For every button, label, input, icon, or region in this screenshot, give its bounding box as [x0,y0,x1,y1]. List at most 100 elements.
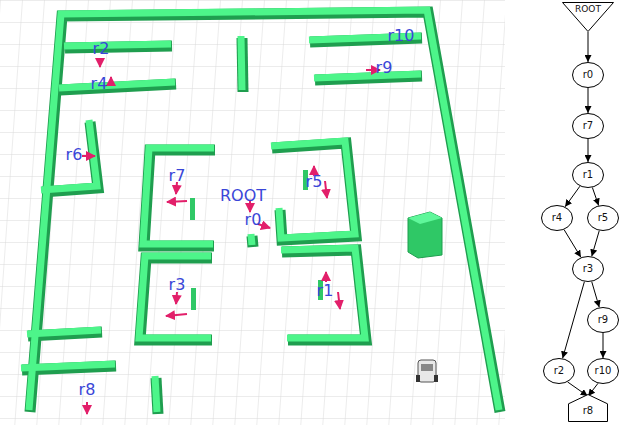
graph-node: ROOT [562,2,614,32]
graph-edge [588,139,589,162]
wall [21,10,499,412]
node-ellipse [573,63,604,88]
graph-node: r9 [587,307,619,333]
map-part [241,36,242,90]
map-part [86,402,88,414]
node-ellipse [588,206,619,231]
map-part [314,74,421,78]
node-label: r0 [583,70,593,80]
map-part [251,234,252,245]
map-label: r10 [388,28,415,44]
map-part [155,376,157,412]
map-part [144,150,215,246]
graph-edge [588,383,598,396]
map-part [325,181,327,198]
map-label: ROOT [220,188,266,204]
map-part [140,258,212,340]
graph-edge [592,282,600,308]
node-ellipse [588,359,619,384]
map-part [139,256,211,338]
graph-edge [588,88,589,113]
map-part [281,248,365,338]
node-label: r10 [595,366,612,376]
map-part [421,364,433,371]
graph-node: r1 [572,162,604,188]
map-part [434,375,438,382]
map-label: r9 [376,60,393,76]
map-label: r5 [306,174,323,190]
graph-edge [563,282,585,359]
wall-shadow [22,12,500,414]
map-label: r2 [93,41,110,57]
map-label: r0 [245,212,262,228]
node-label: r1 [583,170,593,180]
map-label: r4 [91,76,108,92]
graph-edge [588,32,589,62]
graph-edge [565,186,580,207]
map-part [190,198,195,220]
map-part [27,330,101,334]
node-ellipse [542,206,573,231]
node-label: r4 [552,213,562,223]
map-part [167,201,187,202]
graph-edge [592,231,600,257]
map-part [99,60,101,67]
map-part [418,360,436,382]
floor-grid [0,0,505,425]
map-part [338,292,340,309]
map-label: r8 [79,382,96,398]
node-ellipse [573,257,604,282]
map-part [30,12,500,412]
graph-node: r0 [572,62,604,88]
map-label: r7 [169,168,186,184]
map-part [416,375,420,382]
graph-edge [564,230,581,258]
node-label: r3 [583,264,593,274]
map-part [110,77,112,85]
graph-node: r8 [568,394,608,422]
map-part [408,212,442,258]
graph-node: r4 [541,205,573,231]
map-part [41,120,97,190]
node-label: r2 [554,366,564,376]
graph-node: r2 [543,358,575,384]
map-part [64,44,171,46]
graph-edge [603,333,604,358]
node-label: r7 [583,121,593,131]
map-label: r6 [66,147,83,163]
wall-post [190,170,323,310]
map-part [143,148,214,244]
graph-node: r10 [587,358,619,384]
node-label: ROOT [575,5,601,14]
graph-edge [568,382,588,396]
map-part [325,272,327,282]
map-part [176,292,177,304]
map-part [21,364,115,368]
map-part [191,288,196,310]
pose-arrow [82,60,380,414]
robot-car [416,360,438,382]
map-part [271,141,355,238]
goal-pentagon [569,395,608,422]
node-label: r9 [598,315,608,325]
map-part [408,212,442,224]
map-part [29,10,499,410]
map-label: r3 [169,277,186,293]
node-ellipse [588,308,619,333]
node-ellipse [544,359,575,384]
node-ellipse [573,163,604,188]
node-label: r8 [583,406,593,416]
crate [408,212,442,258]
graph-node: r7 [572,113,604,139]
node-ellipse [573,114,604,139]
node-label: r5 [598,213,608,223]
map-part [166,314,187,316]
map-part [59,82,175,88]
graph-node: r3 [572,256,604,282]
map-part [82,155,95,157]
root-triangle [563,3,614,32]
graph-node: r5 [587,205,619,231]
map-label: r1 [317,283,334,299]
